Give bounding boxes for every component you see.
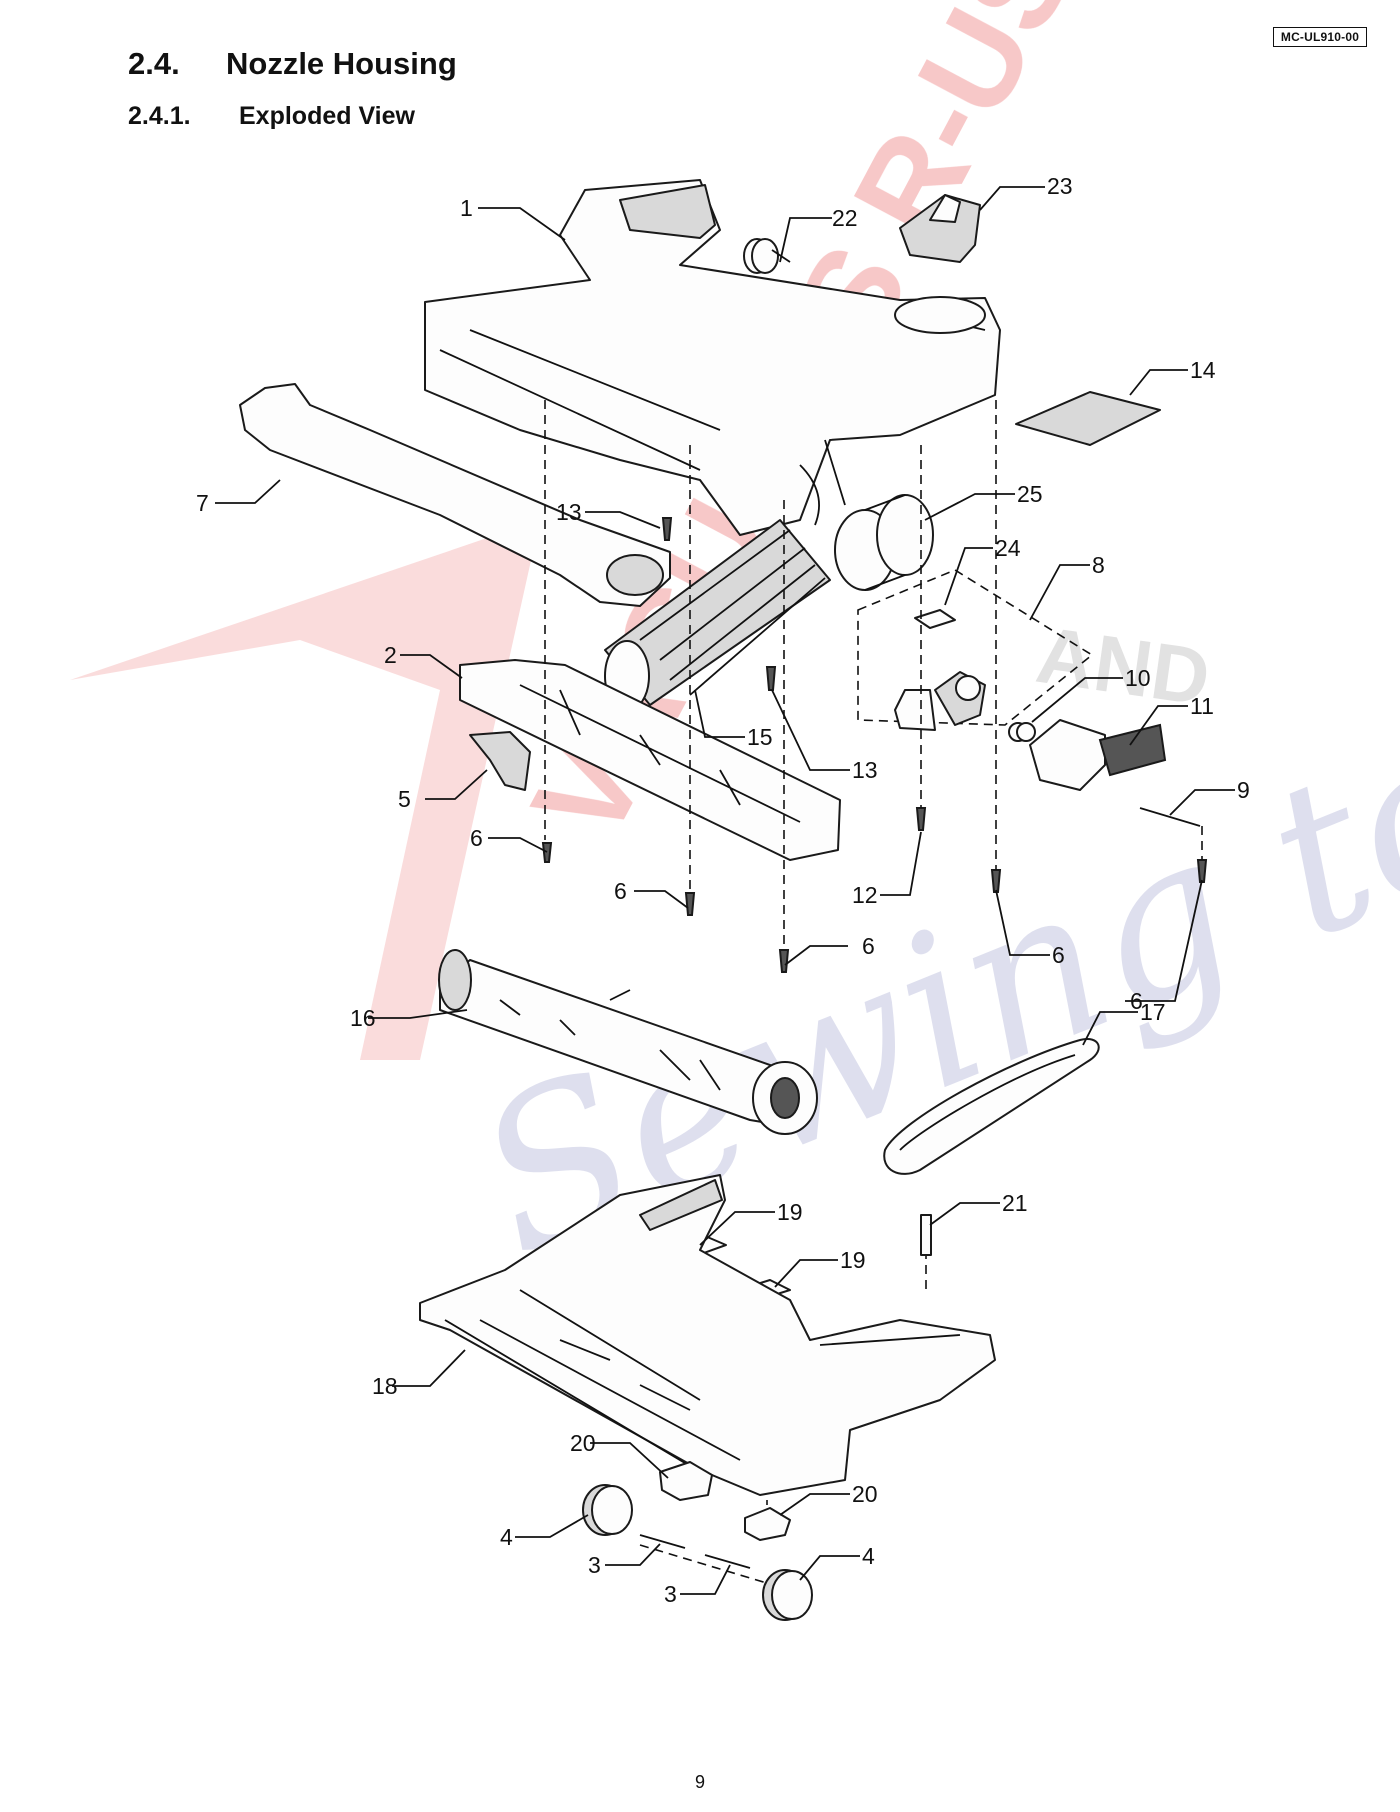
- callout-20-upper: 20: [570, 1430, 596, 1456]
- section-title: Nozzle Housing: [226, 46, 457, 81]
- part-21-pin: [920, 1214, 932, 1256]
- part-11-pedal: [1029, 719, 1167, 791]
- part-10-spring: [1008, 722, 1036, 742]
- subsection-title: Exploded View: [239, 102, 415, 130]
- part-16-brush-roll: [438, 949, 818, 1135]
- callout-4-right: 4: [862, 1543, 875, 1569]
- part-24-clip: [914, 609, 956, 629]
- screw-6-c: [778, 949, 790, 973]
- callout-21: 21: [1002, 1190, 1028, 1216]
- callout-3-upper: 3: [588, 1552, 601, 1578]
- callout-10: 10: [1125, 665, 1151, 691]
- callout-13-lower: 13: [852, 757, 878, 783]
- callout-25: 25: [1017, 481, 1043, 507]
- callout-6-d: 6: [614, 878, 627, 904]
- part-3-axles: [639, 1534, 751, 1569]
- callout-20-lower: 20: [852, 1481, 878, 1507]
- callout-3-lower: 3: [664, 1581, 677, 1607]
- callout-16: 16: [350, 1005, 376, 1031]
- callout-19-upper: 19: [777, 1199, 803, 1225]
- callout-8: 8: [1092, 552, 1105, 578]
- screw-13-upper: [661, 517, 673, 541]
- callout-6-c: 6: [1130, 988, 1143, 1014]
- page-number: 9: [694, 1772, 705, 1792]
- part-25-sleeve: [834, 494, 934, 591]
- callout-13-upper: 13: [556, 499, 582, 525]
- part-4-wheels: [582, 1484, 813, 1621]
- part-9-rod: [1139, 807, 1201, 827]
- screw-6-a: [541, 842, 553, 863]
- callout-14: 14: [1190, 357, 1216, 383]
- callout-5: 5: [398, 786, 411, 812]
- part-1-top-cover: [424, 179, 1001, 536]
- part-8-bracket-assembly: [857, 569, 1094, 731]
- model-code-box: MC-UL910-00: [1273, 27, 1367, 47]
- callout-18: 18: [372, 1373, 398, 1399]
- callout-2: 2: [384, 642, 397, 668]
- callout-15: 15: [747, 724, 773, 750]
- callout-1: 1: [460, 195, 473, 221]
- part-2-brush-cover: [459, 659, 841, 861]
- callout-24: 24: [995, 535, 1021, 561]
- part-14-filter-pad: [1015, 391, 1161, 446]
- callout-22: 22: [832, 205, 858, 231]
- callout-7: 7: [196, 490, 209, 516]
- section-number: 2.4.: [128, 46, 180, 81]
- callout-leaders: [215, 186, 1235, 1595]
- part-23-pedal-cap: [899, 194, 981, 263]
- part-5-end-cap: [469, 731, 531, 791]
- callout-19-lower: 19: [840, 1247, 866, 1273]
- callout-9: 9: [1237, 777, 1250, 803]
- callout-numbers: 1 22 23 14 7 13 25 24 8 2 15 13 10 11 5 …: [196, 173, 1250, 1607]
- callout-23: 23: [1047, 173, 1073, 199]
- part-20-clips: [659, 1461, 791, 1541]
- callout-4-left: 4: [500, 1524, 513, 1550]
- callout-12: 12: [852, 882, 878, 908]
- callout-17: 17: [1140, 999, 1166, 1025]
- screw-6-b: [684, 892, 696, 916]
- screws: [541, 517, 1208, 973]
- screw-6-e: [1196, 859, 1208, 883]
- callout-11: 11: [1190, 693, 1214, 719]
- screw-6-d: [990, 869, 1002, 893]
- screw-12: [915, 807, 927, 831]
- callout-6-b: 6: [1052, 942, 1065, 968]
- callout-6-a: 6: [470, 825, 483, 851]
- callout-6-e: 6: [862, 933, 875, 959]
- subsection-number: 2.4.1.: [128, 102, 191, 130]
- screw-13-lower: [765, 666, 777, 691]
- part-7-bumper: [239, 383, 671, 607]
